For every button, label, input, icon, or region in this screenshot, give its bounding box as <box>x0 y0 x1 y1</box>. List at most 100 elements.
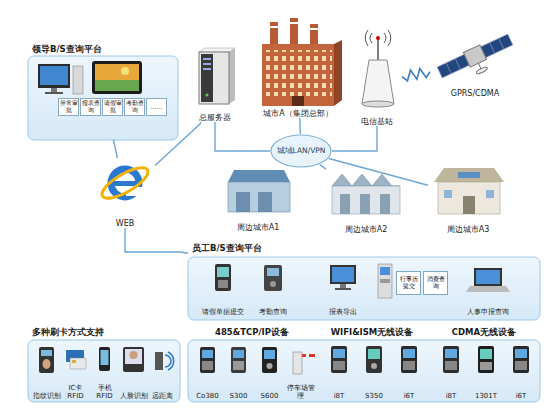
rfid-card-icon <box>70 358 86 369</box>
function-item: 请假单据提交 <box>198 261 248 316</box>
satellite-icon <box>490 43 495 54</box>
factory-icon <box>228 182 290 212</box>
node-label: i6T <box>516 392 527 400</box>
function-item: 行事历提交消费查询 <box>370 261 450 316</box>
function-item: 报表导出 <box>318 261 368 316</box>
server-icon <box>206 94 209 97</box>
tablet-icon <box>95 64 139 91</box>
factory-icon <box>360 194 370 214</box>
satellite-icon <box>475 66 488 75</box>
satellite-icon <box>481 34 513 58</box>
long-range-rfid-icon <box>165 352 174 370</box>
node-label: 手机RFID <box>90 384 119 400</box>
desktop-pc-icon <box>38 64 83 94</box>
wireless-device-icon <box>478 346 494 373</box>
device-item: Co380 <box>192 342 223 400</box>
function-item: 考勤查询 <box>248 261 298 316</box>
tablet-icon <box>121 67 129 75</box>
device-group: CDMA无线设备 i8T 1301T i6T <box>428 327 540 402</box>
device-item: S600 <box>254 342 285 400</box>
face-recognition-icon <box>130 351 138 359</box>
device-item: i8T <box>434 342 468 400</box>
web-browser-logo <box>98 162 152 204</box>
node-label: 请假单据提交 <box>202 308 244 316</box>
server-icon <box>201 54 213 102</box>
attendance-device-icon <box>264 265 282 291</box>
panel-box: 多种刷卡方式支持指纹识别IC卡RFID手机RFID人脸识别远距离 <box>28 327 180 402</box>
terminal-device-icon <box>264 350 275 359</box>
monitor-icon <box>340 284 346 288</box>
table-cell: 报表查询 <box>80 98 101 116</box>
panel-band <box>28 56 178 140</box>
node-label: i8T <box>334 392 345 400</box>
panel-heading: 员工B/S查询平台 <box>188 243 266 255</box>
desktop-pc-icon <box>40 66 68 85</box>
hq-building-icon <box>262 44 334 106</box>
device-item: i8T <box>322 342 356 400</box>
node-label: 消费查询 <box>423 271 448 295</box>
attendance-device-icon <box>270 281 276 287</box>
tablet-icon <box>92 61 142 94</box>
server-icon <box>199 48 235 104</box>
function-item: 人事申报查询 <box>458 261 518 316</box>
kiosk-icon <box>380 267 390 275</box>
factory-icon <box>236 192 250 212</box>
node-label: S600 <box>261 392 279 400</box>
base-station-icon <box>376 36 380 40</box>
wireless-device-icon <box>403 349 415 358</box>
network-line <box>332 126 377 151</box>
base-station-icon <box>362 101 394 107</box>
node-label: 1301T <box>475 392 497 400</box>
factory-icon <box>258 192 272 212</box>
face-recognition-icon <box>123 347 144 372</box>
attendance-device-icon <box>267 268 279 276</box>
wireless-device-icon <box>366 346 382 373</box>
fingerprint-reader-icon <box>41 350 52 356</box>
table-cell: ...... <box>146 98 167 116</box>
panel-heading: CDMA无线设备 <box>448 327 520 339</box>
site-node: 周边城市A2 <box>326 162 406 234</box>
node-label: 停车场管理 <box>285 384 316 400</box>
device-item: 停车场管理 <box>285 342 316 400</box>
hq-building-icon <box>292 96 304 106</box>
parking-gate-icon <box>293 352 302 374</box>
face-recognition-icon <box>125 349 142 364</box>
terminal-device-icon <box>200 347 277 373</box>
wireless-device-icon <box>333 361 345 370</box>
server-icon <box>203 58 211 60</box>
wireless-device-icon <box>480 362 492 370</box>
laptop-icon <box>466 268 510 292</box>
laptop-icon <box>466 286 510 292</box>
device-item: S350 <box>357 342 391 400</box>
terminal-device-icon <box>200 347 215 373</box>
desktop-pc-icon <box>45 92 63 94</box>
rfid-card-icon <box>72 360 76 363</box>
hq-building-icon <box>264 50 332 96</box>
panel-heading: WIFI&ISM无线设备 <box>327 327 418 339</box>
factory-icon <box>332 174 400 186</box>
node-label: 城市A（集团总部） <box>263 109 332 118</box>
pda-icon <box>215 264 231 291</box>
node-label: 行事历提交 <box>396 271 421 295</box>
node-label: 人事申报查询 <box>467 308 509 316</box>
site-node: 周边城市A1 <box>222 160 294 232</box>
monitor-icon <box>332 267 354 282</box>
panel-box: 领导B/S查询平台 <box>28 44 178 140</box>
node-label: 人脸识别 <box>120 392 148 400</box>
satellite-icon <box>446 63 451 74</box>
node-label: 城域LAN/VPN <box>277 147 326 156</box>
satellite-node: GPRS/CDMA <box>430 30 520 98</box>
server-icon <box>229 48 235 104</box>
station-node: 电信基站 <box>352 36 402 126</box>
node-label: i8T <box>446 392 457 400</box>
monitor-icon <box>335 288 351 290</box>
monitor-icon <box>330 265 356 290</box>
device-item: i6T <box>504 342 538 400</box>
node-label: S350 <box>365 392 383 400</box>
server-node: 总服务器 <box>190 48 240 122</box>
table-cell: 异常审批 <box>58 98 79 116</box>
panel-heading: 多种刷卡方式支持 <box>28 327 108 339</box>
wireless-device-icon <box>515 361 527 370</box>
